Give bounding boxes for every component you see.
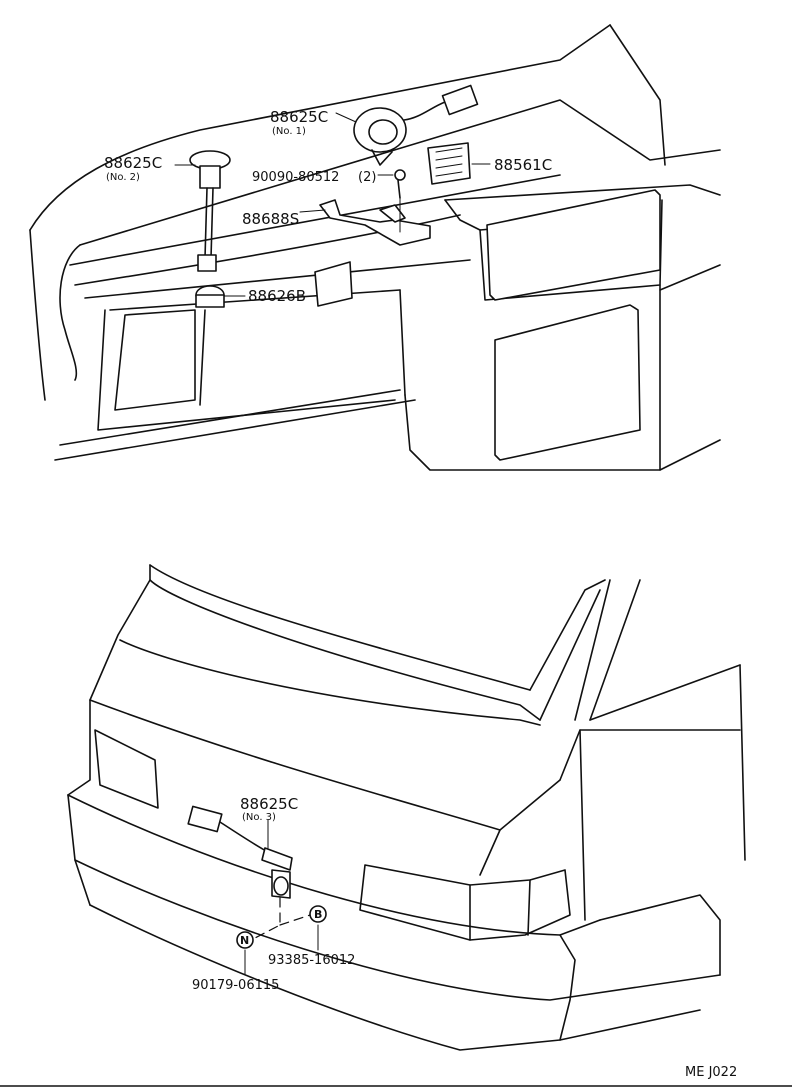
marker-n-letter: N — [240, 934, 249, 947]
screw-shape — [394, 169, 406, 181]
label-93385: 93385-16012 — [268, 953, 355, 968]
note-no2: (No. 2) — [106, 172, 140, 183]
marker-n-circle — [236, 931, 254, 949]
label-qty-2: (2) — [358, 170, 376, 185]
note-no3: (No. 3) — [242, 812, 276, 823]
connector-no3-shape — [187, 805, 223, 833]
upper-view-labels: 88625C (No. 1) 88625C (No. 2) 90090-8051… — [104, 108, 552, 305]
lower-view-labels: 88625C (No. 3) B N 93385-16012 90179-061… — [192, 795, 355, 993]
upper-view-parts — [174, 84, 491, 308]
socket-no3-shape — [261, 847, 293, 871]
label-88625c-no3: 88625C — [240, 795, 298, 813]
label-88625c-no2: 88625C — [104, 154, 162, 172]
lamp-lens-shape — [427, 142, 471, 185]
lower-view-body — [67, 564, 746, 1051]
reference-code: ME J022 — [685, 1065, 737, 1080]
label-88561c: 88561C — [494, 156, 552, 174]
lower-view-parts — [187, 805, 327, 976]
label-90179: 90179-06115 — [192, 978, 279, 993]
note-no1: (No. 1) — [272, 126, 306, 137]
label-88688s: 88688S — [242, 210, 299, 228]
marker-b-letter: B — [314, 908, 322, 921]
upper-view-body — [29, 24, 721, 471]
label-88626b: 88626B — [248, 287, 306, 305]
label-88625c-no1: 88625C — [270, 108, 328, 126]
right-tail-lamp-shape — [359, 864, 571, 941]
marker-b-circle — [309, 905, 327, 923]
connector-no1-shape — [441, 84, 479, 116]
label-90090: 90090-80512 — [252, 170, 339, 185]
left-tail-lamp-shape — [94, 729, 159, 809]
